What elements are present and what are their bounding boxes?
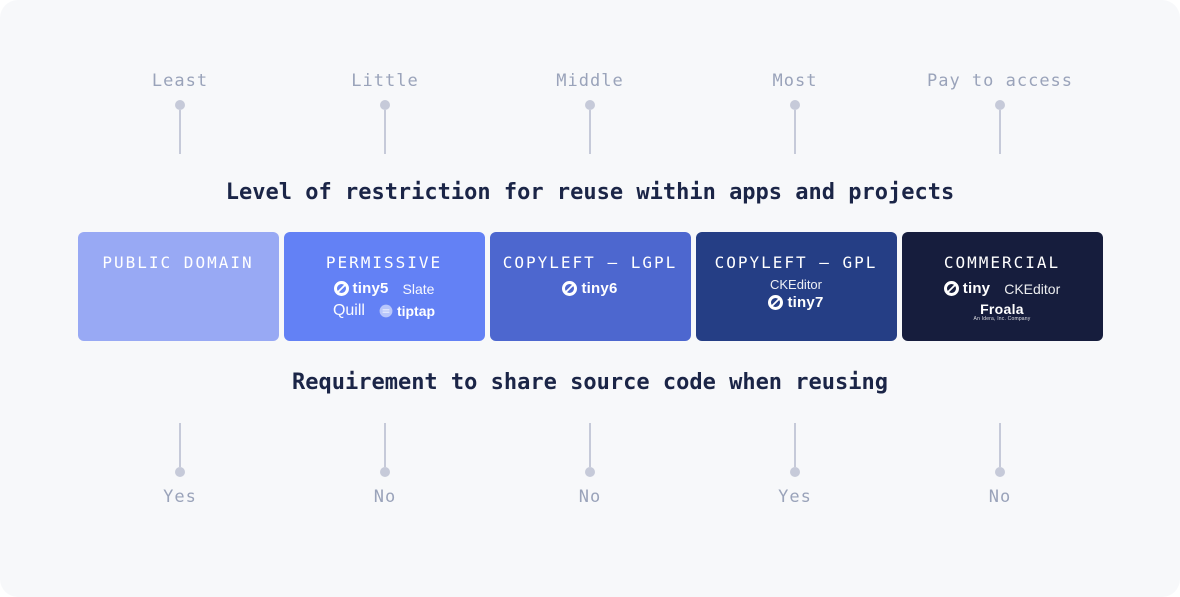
pin-dot-icon	[175, 467, 185, 477]
share-pin-copyleft-gpl: Yes	[693, 423, 898, 508]
tiny-icon	[333, 281, 349, 296]
tiny-logo: tiny	[943, 280, 991, 297]
share-label: Yes	[778, 487, 812, 507]
pin-dot-icon	[790, 100, 800, 110]
share-label: No	[373, 487, 397, 507]
pin-line	[999, 110, 1001, 154]
restriction-label: Most	[772, 71, 818, 91]
card-logos: tiny5 Slate Quill	[333, 280, 435, 320]
tiny7-logo: tiny7	[768, 294, 823, 311]
pin-dot-icon	[380, 100, 390, 110]
tiny6-label: tiny6	[581, 280, 618, 297]
restriction-pin-pay: Pay to access	[898, 70, 1103, 154]
share-label: Yes	[163, 487, 197, 507]
pin-line	[384, 110, 386, 154]
license-cards: PUBLIC DOMAIN PERMISSIVE tiny5 Slate	[77, 232, 1103, 341]
tiptap-label: tiptap	[396, 303, 436, 319]
restriction-pin-least: Least	[78, 70, 283, 154]
pin-line	[589, 423, 591, 467]
pin-line	[384, 423, 386, 467]
card-logos: CKEditor tiny7	[768, 277, 823, 311]
restriction-pin-middle: Middle	[488, 70, 693, 154]
pin-dot-icon	[995, 100, 1005, 110]
card-permissive: PERMISSIVE tiny5 Slate	[283, 232, 485, 341]
tiny5-label: tiny5	[352, 280, 389, 297]
share-source-section-title: Requirement to share source code when re…	[291, 370, 889, 395]
tiny-icon	[768, 295, 784, 310]
card-title: COMMERCIAL	[943, 253, 1061, 272]
ckeditor-logo: CKEditor	[770, 277, 822, 292]
share-label: No	[988, 487, 1012, 507]
tiny6-logo: tiny6	[562, 280, 617, 297]
card-title: COPYLEFT – LGPL	[502, 253, 678, 272]
restriction-label: Little	[351, 71, 419, 91]
ckeditor-label: CKEditor	[1004, 280, 1061, 297]
share-pin-public-domain: Yes	[78, 423, 283, 508]
card-public-domain: PUBLIC DOMAIN	[77, 232, 279, 341]
pin-dot-icon	[790, 467, 800, 477]
restriction-label: Pay to access	[926, 71, 1074, 91]
share-source-axis: Yes No No Yes No	[78, 423, 1103, 508]
share-pin-commercial: No	[898, 423, 1103, 508]
card-title: PUBLIC DOMAIN	[102, 253, 254, 272]
pin-dot-icon	[585, 467, 595, 477]
pin-dot-icon	[380, 467, 390, 477]
logo-row: Froala An Idera, Inc. Company	[974, 302, 1031, 322]
froala-label: Froala	[980, 301, 1024, 317]
tiptap-icon	[379, 304, 393, 318]
share-label: No	[578, 487, 602, 507]
card-title: PERMISSIVE	[325, 253, 443, 272]
card-logos: tiny6	[562, 280, 617, 297]
pin-line	[794, 423, 796, 467]
pin-line	[794, 110, 796, 154]
pin-dot-icon	[995, 467, 1005, 477]
quill-logo: Quill	[333, 302, 365, 320]
logo-row: Quill tiptap	[333, 302, 435, 320]
logo-row: tiny7	[768, 294, 823, 311]
tiny-label: tiny	[962, 280, 991, 297]
tiny-icon	[562, 281, 578, 296]
slate-label: Slate	[402, 280, 435, 297]
card-logos: tiny CKEditor Froala An Idera, Inc. Comp…	[943, 280, 1060, 322]
pin-line	[999, 423, 1001, 467]
quill-label: Quill	[332, 302, 365, 319]
card-commercial: COMMERCIAL tiny CKEditor	[901, 232, 1103, 341]
slate-logo: Slate	[403, 281, 435, 297]
logo-row: tiny5 Slate	[333, 280, 435, 297]
tiny5-logo: tiny5	[333, 280, 389, 297]
share-pin-permissive: No	[283, 423, 488, 508]
restriction-label: Least	[151, 71, 209, 91]
ckeditor-logo: CKEditor	[1004, 281, 1060, 297]
logo-row: CKEditor	[770, 277, 822, 292]
restriction-pin-little: Little	[283, 70, 488, 154]
pin-line	[589, 110, 591, 154]
pin-line	[179, 423, 181, 467]
pin-line	[179, 110, 181, 154]
restriction-pin-most: Most	[693, 70, 898, 154]
share-pin-copyleft-lgpl: No	[488, 423, 693, 508]
froala-logo: Froala An Idera, Inc. Company	[974, 302, 1031, 322]
logo-row: tiny CKEditor	[943, 280, 1060, 297]
tiptap-logo: tiptap	[379, 303, 435, 319]
tiny7-label: tiny7	[787, 294, 824, 311]
restriction-axis: Least Little Middle Most Pay to access	[78, 70, 1103, 154]
ckeditor-label: CKEditor	[769, 277, 822, 292]
restriction-section-title: Level of restriction for reuse within ap…	[225, 180, 955, 205]
froala-sublabel: An Idera, Inc. Company	[973, 316, 1031, 322]
tiny-icon	[943, 281, 959, 296]
card-copyleft-gpl: COPYLEFT – GPL CKEditor tiny7	[695, 232, 897, 341]
logo-row: tiny6	[562, 280, 617, 297]
card-copyleft-lgpl: COPYLEFT – LGPL tiny6	[489, 232, 691, 341]
card-title: COPYLEFT – GPL	[714, 253, 878, 272]
restriction-label: Middle	[556, 71, 624, 91]
pin-dot-icon	[585, 100, 595, 110]
pin-dot-icon	[175, 100, 185, 110]
